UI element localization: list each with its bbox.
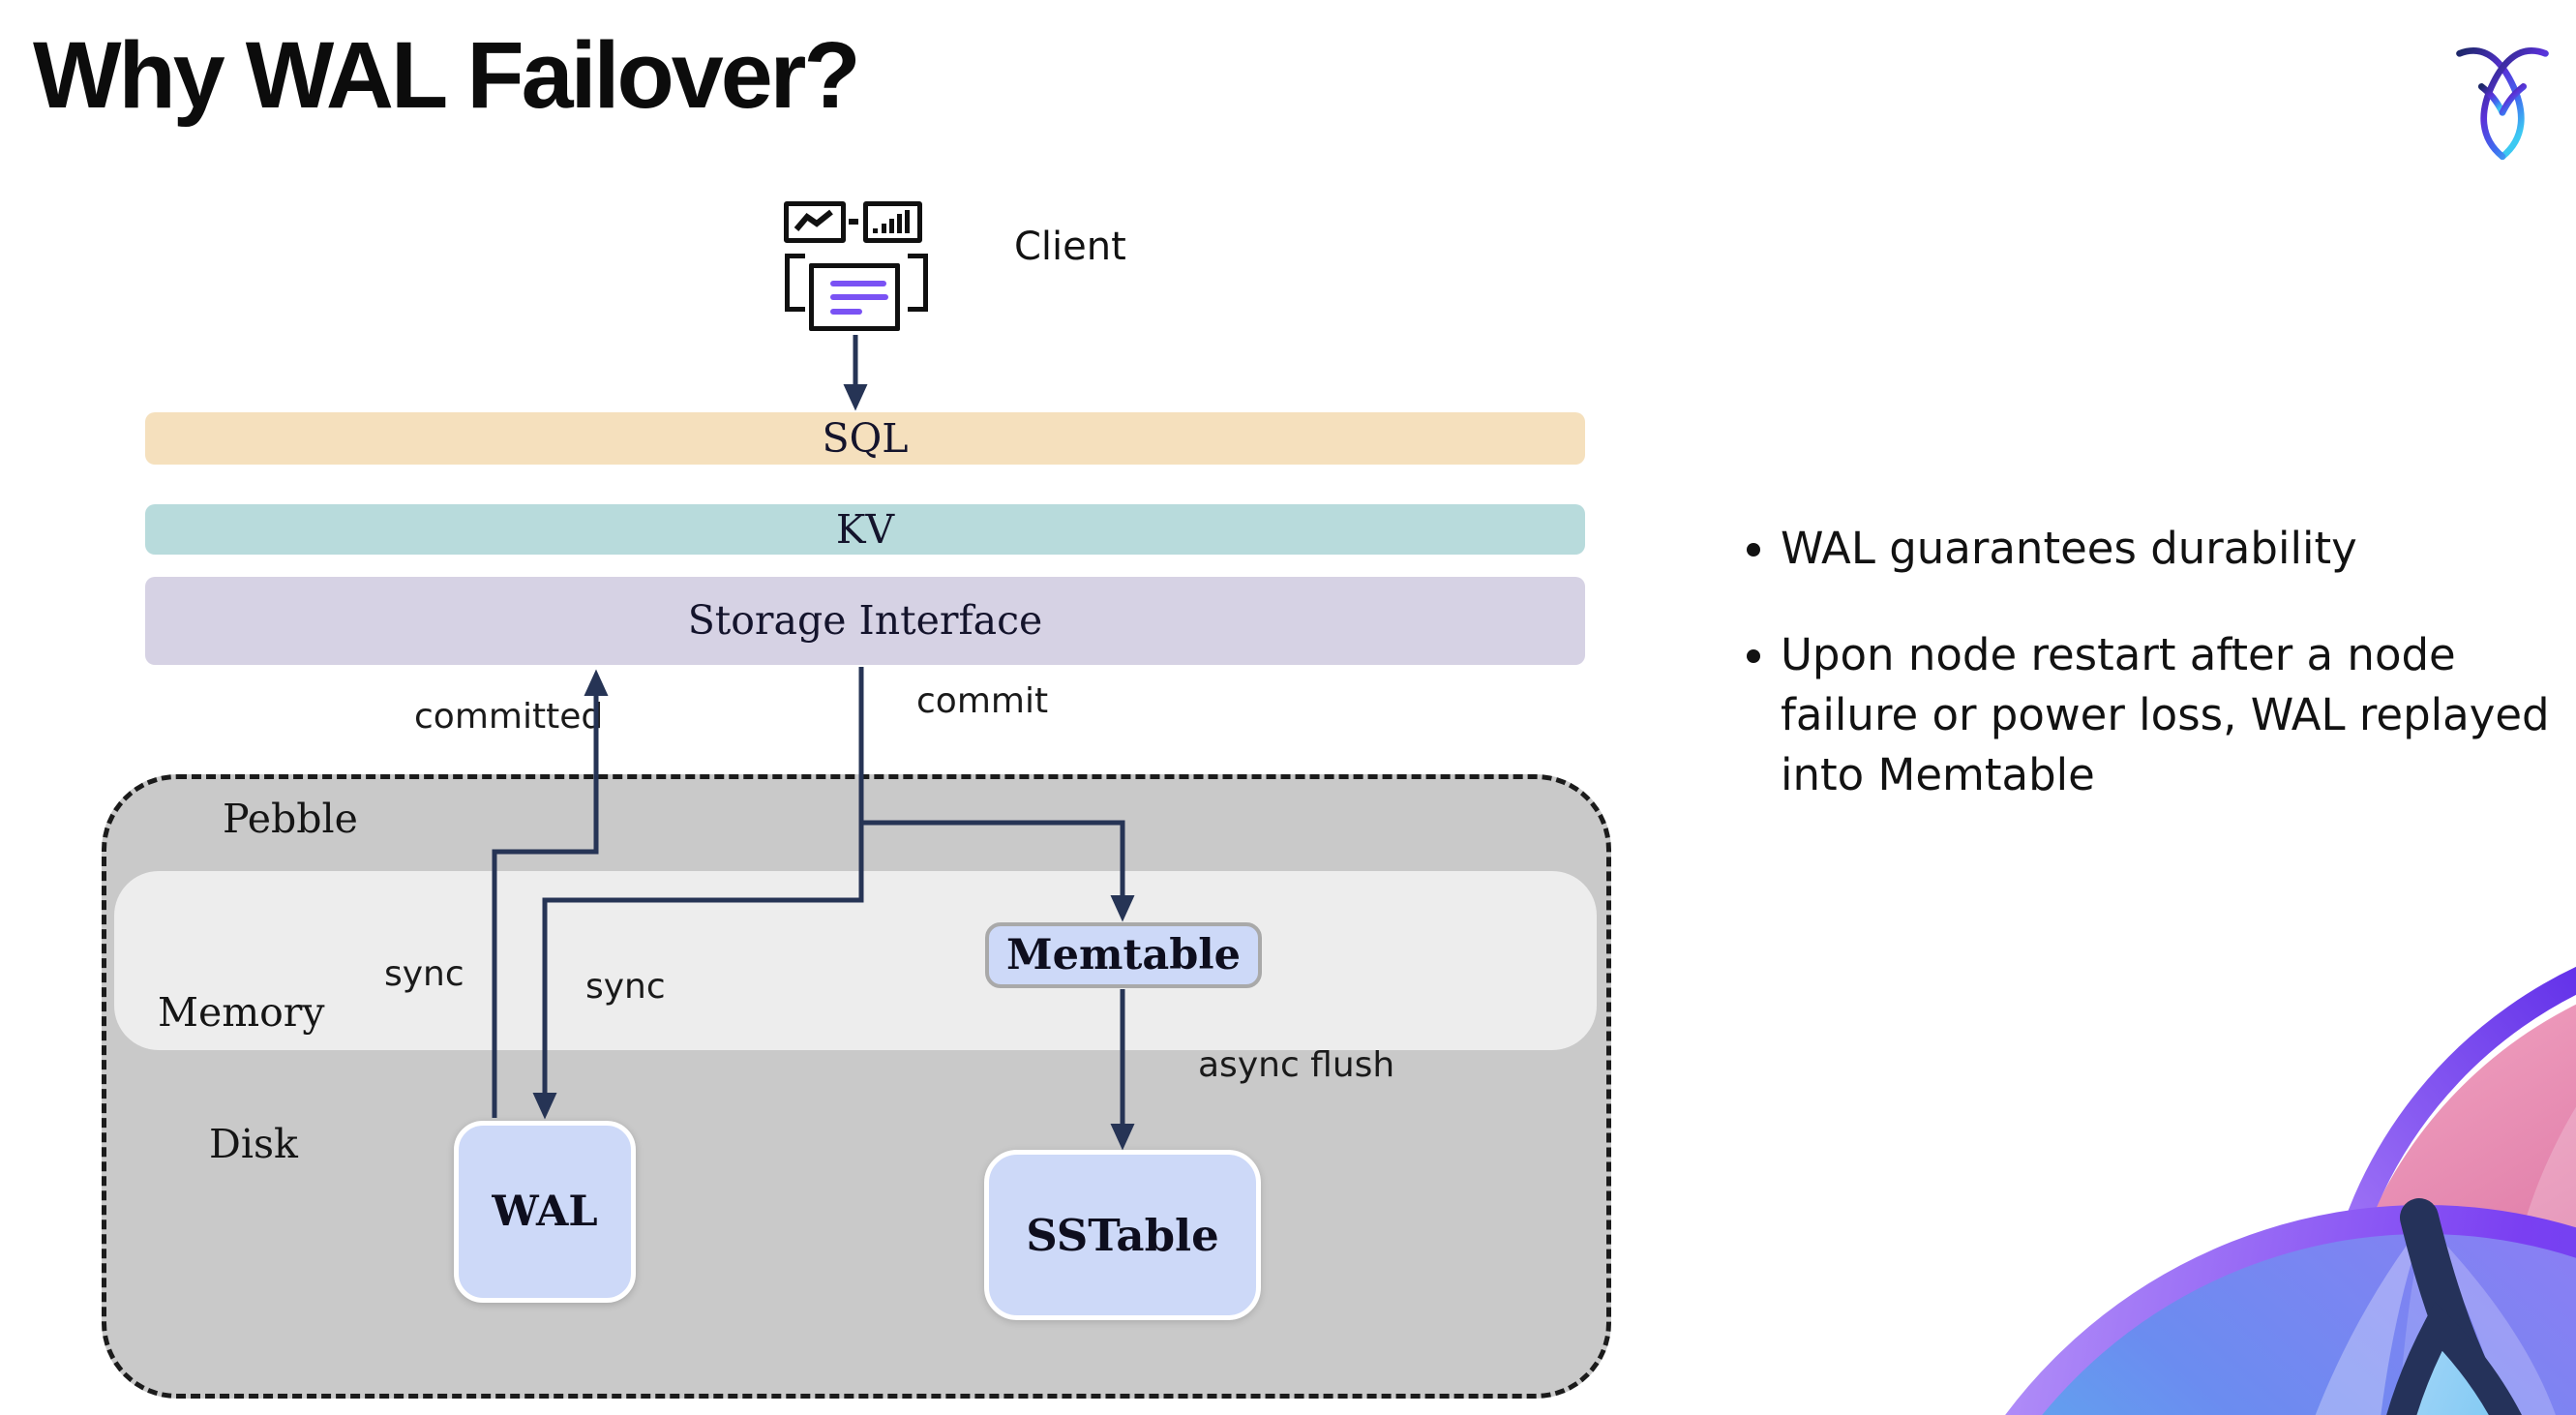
- edge-label-async-flush: async flush: [1198, 1045, 1395, 1085]
- pebble-container: [102, 774, 1611, 1399]
- wal-node: WAL: [454, 1121, 636, 1303]
- disk-label: Disk: [209, 1121, 298, 1167]
- bar-chart-icon: [863, 201, 922, 243]
- bracket-left-icon: [785, 254, 805, 312]
- cockroachdb-logo-icon: [2456, 47, 2549, 161]
- slide-title: Why WAL Failover?: [33, 22, 861, 128]
- brand-art-graphic: [2005, 967, 2576, 1415]
- client-label: Client: [1014, 225, 1126, 269]
- line-chart-icon: [784, 201, 846, 243]
- pebble-label: Pebble: [223, 796, 358, 842]
- bullet-item: WAL guarantees durability: [1781, 519, 2555, 579]
- edge-label-sync-1: sync: [384, 954, 464, 994]
- layer-bar-storage-interface: Storage Interface: [145, 577, 1585, 665]
- edge-label-sync-2: sync: [585, 967, 666, 1007]
- bullet-item: Upon node restart after a node failure o…: [1781, 625, 2555, 805]
- memory-band: [114, 871, 1597, 1050]
- dash-connector-icon: [849, 219, 858, 225]
- document-icon: [809, 263, 900, 331]
- layer-bar-kv: KV: [145, 504, 1585, 555]
- sstable-node: SSTable: [984, 1150, 1261, 1320]
- client-icon: [782, 199, 928, 335]
- memory-label: Memory: [158, 989, 325, 1036]
- memtable-node: Memtable: [985, 922, 1262, 988]
- bracket-right-icon: [908, 254, 928, 312]
- layer-bar-sql: SQL: [145, 412, 1585, 465]
- edge-label-commit: commit: [916, 681, 1049, 721]
- bullet-list: WAL guarantees durability Upon node rest…: [1705, 519, 2555, 852]
- edge-label-committed: committed: [414, 697, 604, 737]
